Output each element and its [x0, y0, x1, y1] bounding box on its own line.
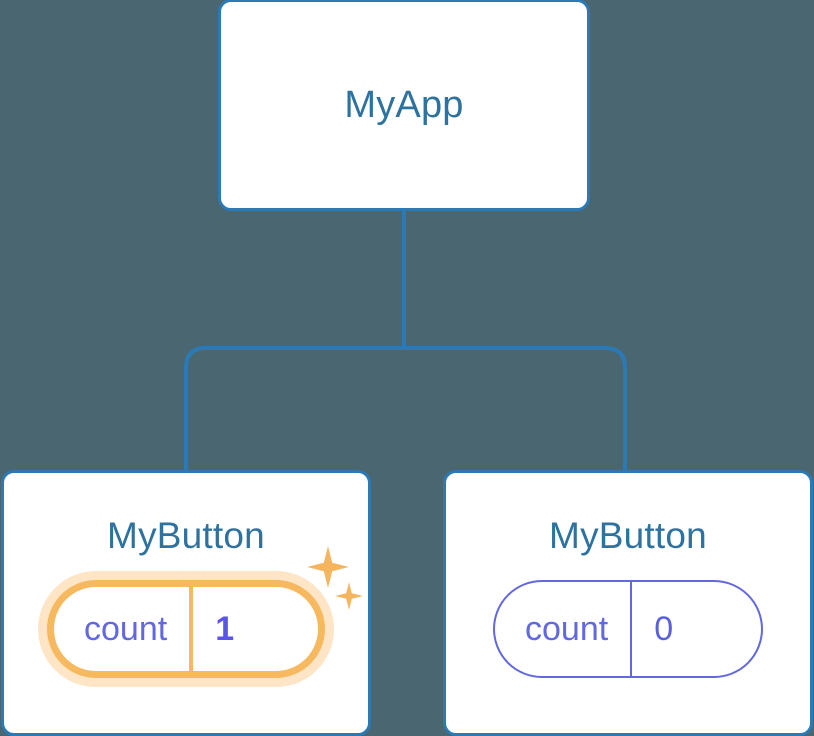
edge-root-to-child-0 [184, 346, 404, 470]
sparkle-large-icon [307, 546, 349, 588]
node-mybutton-0[interactable]: MyButton count 1 [1, 470, 371, 736]
state-pill-wrap: count 0 [493, 580, 763, 678]
state-pill-wrap: count 1 [47, 546, 363, 678]
state-key-label: count [525, 610, 609, 648]
state-pill-count[interactable]: count 1 [47, 580, 325, 678]
state-pill-count[interactable]: count 0 [493, 580, 763, 678]
node-title: MyButton [549, 515, 707, 556]
sparkle-small-icon [335, 582, 363, 610]
node-title: MyButton [107, 515, 265, 556]
node-title: MyApp [344, 84, 464, 126]
state-pill-divider [630, 582, 633, 676]
state-value-label: 1 [215, 610, 235, 648]
state-pill-divider [189, 587, 194, 671]
edge-root-to-child-1 [404, 346, 627, 470]
node-mybutton-1[interactable]: MyButton count 0 [443, 470, 813, 736]
node-myapp[interactable]: MyApp [218, 0, 590, 211]
state-value-label: 0 [654, 610, 674, 648]
state-key-label: count [84, 610, 168, 648]
